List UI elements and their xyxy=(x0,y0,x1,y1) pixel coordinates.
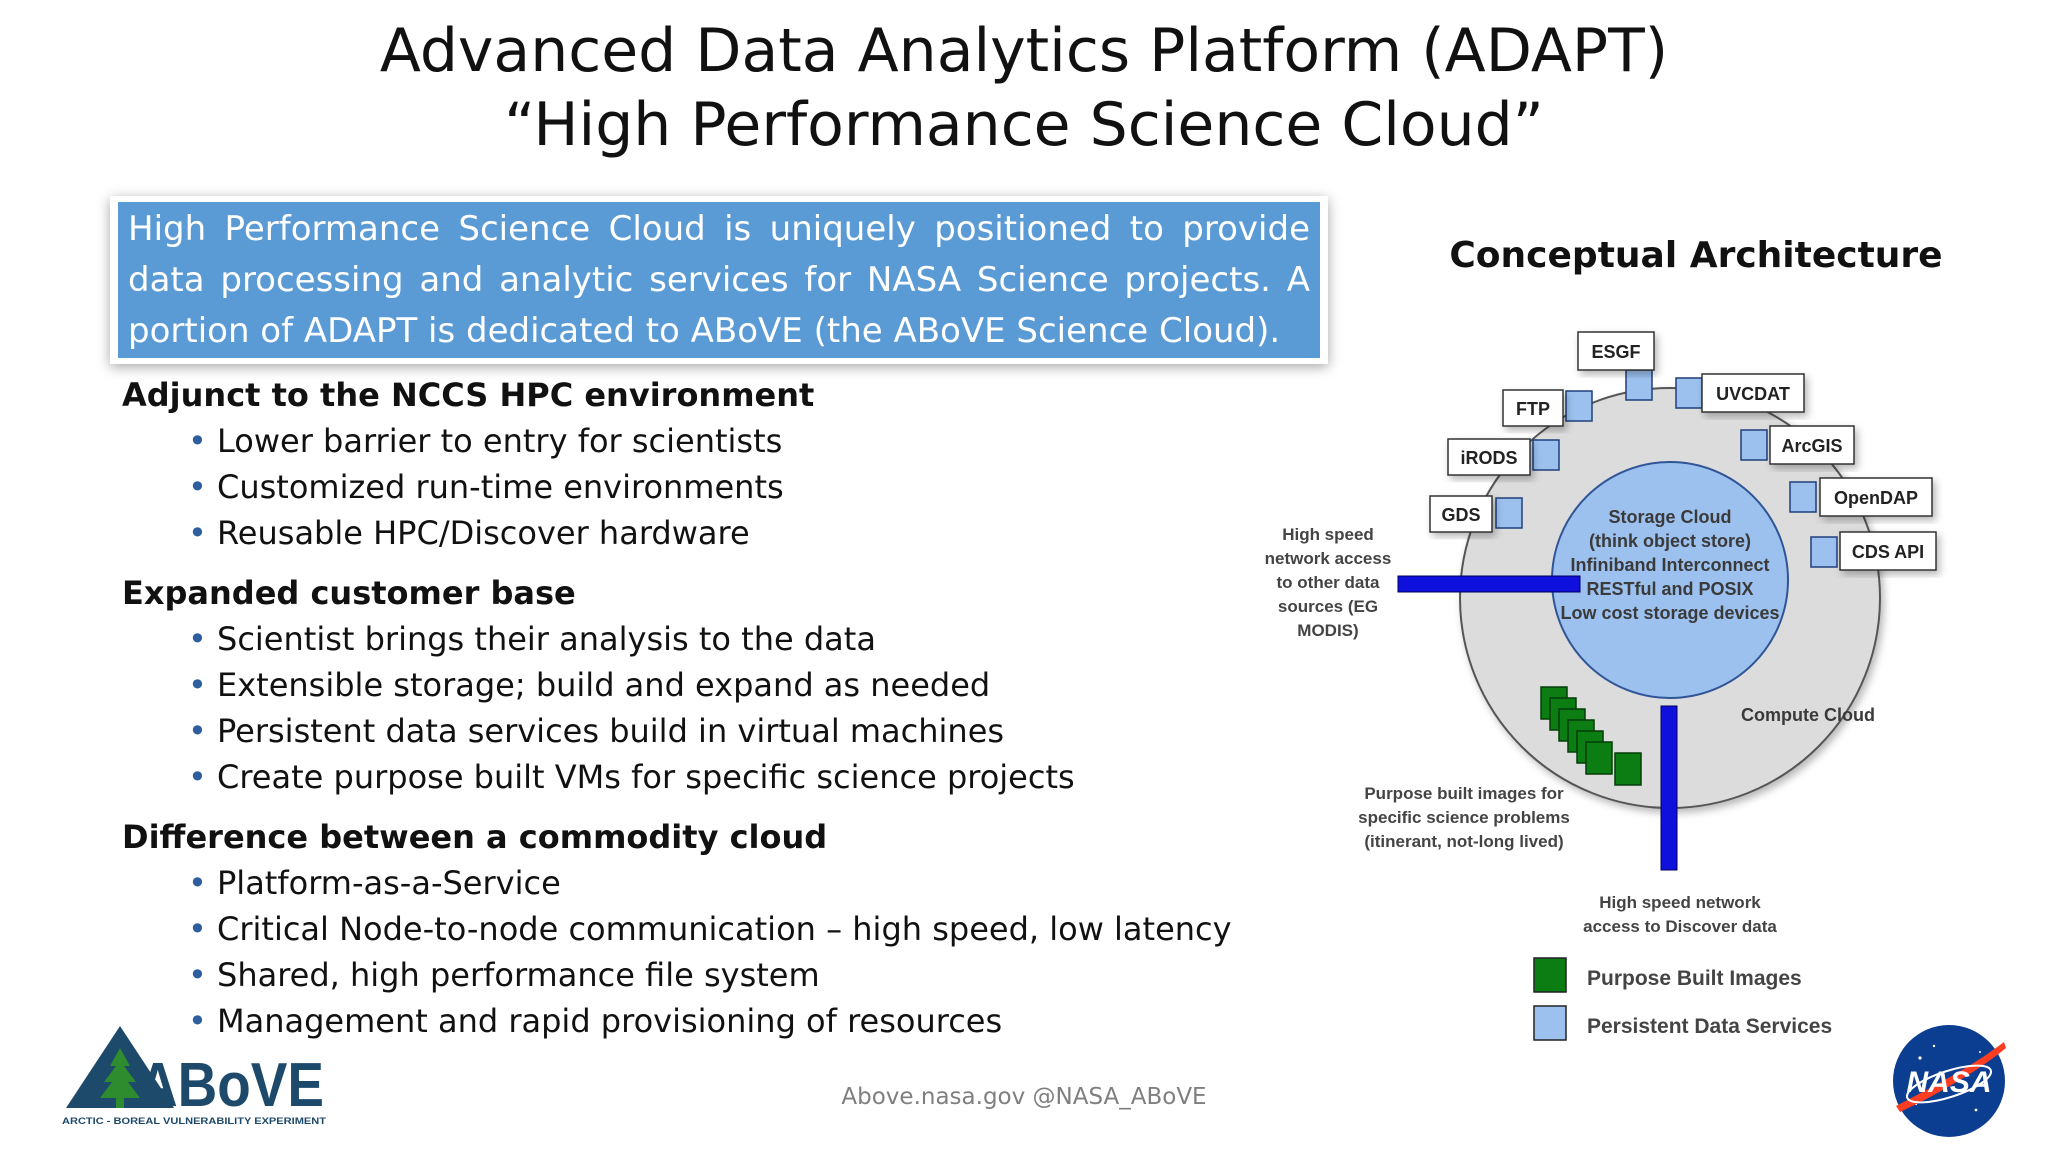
architecture-diagram: Conceptual Architecture ESGF FTP UVCDAT … xyxy=(1265,240,1943,1041)
section-heading-commodity-cloud: Difference between a commodity cloud xyxy=(122,818,828,856)
footer-text: Above.nasa.gov @NASA_ABoVE xyxy=(841,1084,1207,1110)
images-note-line: Purpose built images for xyxy=(1364,784,1564,803)
service-square xyxy=(1789,481,1817,513)
images-note-line: (itinerant, not-long lived) xyxy=(1364,832,1563,851)
left-note-line: sources (EG xyxy=(1278,597,1378,616)
service-square xyxy=(1565,390,1593,422)
legend-swatch-persistent xyxy=(1533,1005,1567,1041)
bullet-item: Customized run-time environments xyxy=(122,464,1262,510)
service-label-ftp: FTP xyxy=(1516,399,1550,419)
service-label-arcgis: ArcGIS xyxy=(1781,436,1842,456)
service-square xyxy=(1675,377,1703,409)
legend-label-purpose-built: Purpose Built Images xyxy=(1587,967,1802,990)
service-square xyxy=(1625,369,1653,401)
service-square xyxy=(1532,439,1560,471)
service-squares xyxy=(1495,369,1838,568)
diagram-legend: Purpose Built Images Persistent Data Ser… xyxy=(1533,957,1832,1041)
bullet-item: Scientist brings their analysis to the d… xyxy=(122,616,1262,662)
service-label-cds-api: CDS API xyxy=(1852,542,1924,562)
bullet-item: Create purpose built VMs for specific sc… xyxy=(122,754,1262,800)
bullet-item: Extensible storage; build and expand as … xyxy=(122,662,1262,708)
slide-title-line-2: “High Performance Science Cloud” xyxy=(504,90,1544,160)
bottom-note-line: access to Discover data xyxy=(1583,917,1777,936)
service-labels: ESGF FTP UVCDAT iRODS ArcGIS GDS OpenDAP… xyxy=(1429,331,1937,571)
legend-label-persistent: Persistent Data Services xyxy=(1587,1015,1832,1038)
above-logo-wordmark: ABoVE xyxy=(138,1051,324,1120)
storage-cloud-line: RESTful and POSIX xyxy=(1586,579,1753,599)
bullet-list: Adjunct to the NCCS HPC environment Lowe… xyxy=(122,372,1262,1044)
bullet-item: Shared, high performance file system xyxy=(122,952,1262,998)
service-label-esgf: ESGF xyxy=(1591,342,1640,362)
bottom-note-line: High speed network xyxy=(1599,893,1761,912)
above-logo: ABoVE ARCTIC - BOREAL VULNERABILITY EXPE… xyxy=(62,1026,327,1126)
images-note: Purpose built images for specific scienc… xyxy=(1358,784,1570,851)
bullet-item: Platform-as-a-Service xyxy=(122,860,1262,906)
section-heading-adjunct: Adjunct to the NCCS HPC environment xyxy=(122,376,815,414)
service-label-uvcdat: UVCDAT xyxy=(1716,384,1790,404)
section-heading-customer-base: Expanded customer base xyxy=(122,574,576,612)
left-note-line: to other data xyxy=(1277,573,1380,592)
service-label-irods: iRODS xyxy=(1460,448,1517,468)
images-note-line: specific science problems xyxy=(1358,808,1570,827)
storage-cloud-line: Low cost storage devices xyxy=(1560,603,1779,623)
bullet-item: Lower barrier to entry for scientists xyxy=(122,418,1262,464)
storage-cloud-line: Storage Cloud xyxy=(1608,507,1731,527)
storage-cloud-line: (think object store) xyxy=(1589,531,1751,551)
nasa-logo: NASA xyxy=(1893,1025,2006,1137)
summary-callout-text: High Performance Science Cloud is unique… xyxy=(118,202,1320,358)
slide-title: Advanced Data Analytics Platform (ADAPT)… xyxy=(0,14,2048,162)
compute-cloud-label: Compute Cloud xyxy=(1741,705,1875,725)
bottom-network-link-bar xyxy=(1660,705,1678,871)
diagram-heading: Conceptual Architecture xyxy=(1449,240,1942,276)
nasa-logo-wordmark: NASA xyxy=(1906,1066,1991,1099)
left-note-line: network access xyxy=(1265,549,1392,568)
service-square xyxy=(1495,497,1523,529)
left-network-link xyxy=(1397,575,1581,593)
storage-cloud-line: Infiniband Interconnect xyxy=(1570,555,1769,575)
bullet-item: Management and rapid provisioning of res… xyxy=(122,998,1262,1044)
purpose-built-images-stack xyxy=(1540,686,1642,786)
bullet-item: Critical Node-to-node communication – hi… xyxy=(122,906,1262,952)
bullet-item: Reusable HPC/Discover hardware xyxy=(122,510,1262,556)
bullet-item: Persistent data services build in virtua… xyxy=(122,708,1262,754)
bottom-network-note: High speed network access to Discover da… xyxy=(1583,893,1777,936)
service-label-opendap: OpenDAP xyxy=(1834,488,1918,508)
storage-cloud-text: Storage Cloud (think object store) Infin… xyxy=(1560,507,1779,623)
left-note-line: High speed xyxy=(1282,525,1374,544)
legend-swatch-purpose-built xyxy=(1533,957,1567,993)
above-logo-tagline: ARCTIC - BOREAL VULNERABILITY EXPERIMENT xyxy=(62,1116,327,1126)
left-network-note: High speed network access to other data … xyxy=(1265,525,1392,640)
service-label-gds: GDS xyxy=(1441,505,1480,525)
left-note-line: MODIS) xyxy=(1297,621,1358,640)
service-square xyxy=(1740,429,1768,461)
service-square xyxy=(1810,536,1838,568)
summary-callout: High Performance Science Cloud is unique… xyxy=(110,196,1328,364)
slide-title-line-1: Advanced Data Analytics Platform (ADAPT) xyxy=(379,16,1669,86)
